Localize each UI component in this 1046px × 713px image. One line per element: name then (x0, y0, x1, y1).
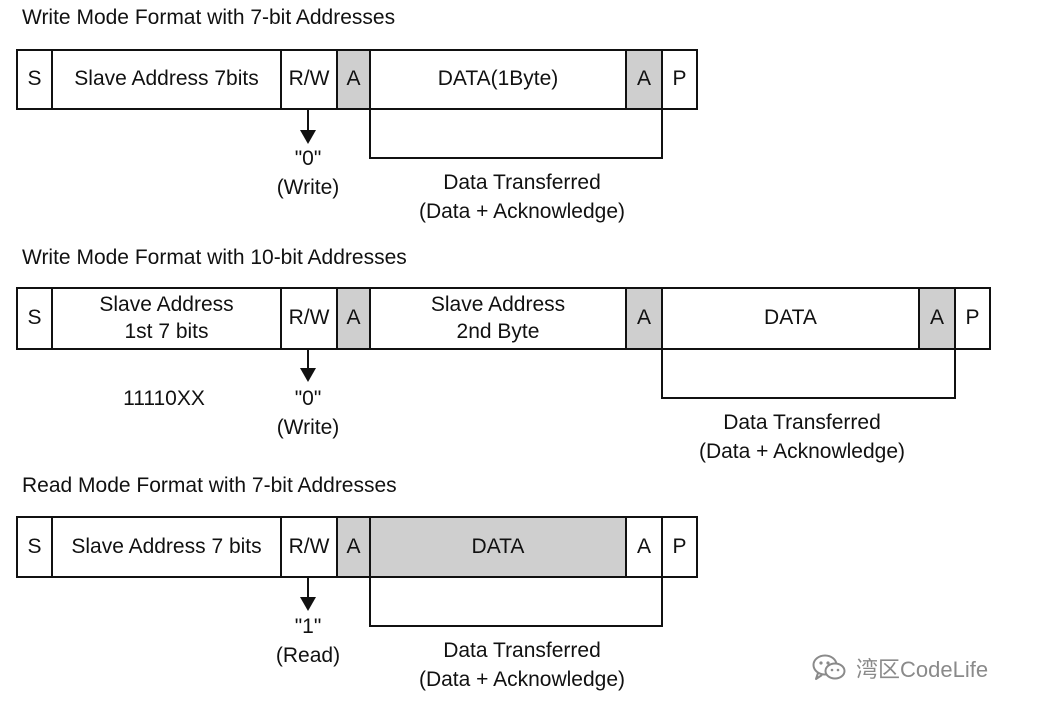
ack-cell: A (336, 287, 371, 350)
slave-address-first-line2: 1st 7 bits (124, 319, 209, 343)
rw-bit-cell: R/W (280, 516, 338, 578)
slave-address-second-line1: Slave Address (430, 293, 566, 317)
start-bit-cell: S (16, 287, 53, 350)
rw-arrow-line (307, 110, 309, 136)
rw-value-label: "1" (294, 615, 322, 638)
slave-address-cell: Slave Address 7 bits (51, 516, 282, 578)
rw-value-label: "0" (294, 387, 322, 410)
rw-bit-cell: R/W (280, 287, 338, 350)
address-pattern-label: 11110XX (123, 387, 205, 410)
data-cell: DATA (369, 516, 627, 578)
start-bit-cell: S (16, 516, 53, 578)
data-acknowledge-label: (Data + Acknowledge) (698, 440, 906, 463)
stop-bit-cell: P (954, 287, 991, 350)
data-cell: DATA (661, 287, 920, 350)
rw-arrow-line (307, 578, 309, 604)
rw-value-label: "0" (294, 147, 322, 170)
watermark: 湾区CodeLife (812, 650, 988, 686)
slave-address-second-cell: Slave Address 2nd Byte (369, 287, 627, 350)
ack-cell: A (625, 516, 663, 578)
data-transfer-bracket (661, 348, 956, 399)
rw-mode-label: (Read) (275, 644, 341, 667)
slave-address-first-cell: Slave Address 1st 7 bits (51, 287, 282, 350)
stop-bit-cell: P (661, 49, 698, 110)
data-transfer-bracket (369, 576, 663, 627)
rw-bit-cell: R/W (280, 49, 338, 110)
rw-arrow-head (300, 597, 316, 611)
rw-arrow-head (300, 130, 316, 144)
data-cell: DATA(1Byte) (369, 49, 627, 110)
wechat-icon (812, 654, 846, 680)
rw-arrow-head (300, 368, 316, 382)
data-transferred-label: Data Transferred (443, 639, 601, 662)
slave-address-cell: Slave Address 7bits (51, 49, 282, 110)
slave-address-first-line1: Slave Address (99, 293, 234, 317)
ack-cell: A (625, 287, 663, 350)
ack-cell: A (336, 516, 371, 578)
data-transferred-label: Data Transferred (723, 411, 881, 434)
data-transferred-label: Data Transferred (443, 171, 601, 194)
rw-mode-label: (Write) (276, 176, 340, 199)
data-transfer-bracket (369, 108, 663, 159)
rw-mode-label: (Write) (276, 416, 340, 439)
stop-bit-cell: P (661, 516, 698, 578)
ack-cell: A (918, 287, 956, 350)
section3-title: Read Mode Format with 7-bit Addresses (22, 474, 397, 497)
data-acknowledge-label: (Data + Acknowledge) (418, 668, 626, 691)
section1-title: Write Mode Format with 7-bit Addresses (22, 6, 396, 29)
ack-cell: A (625, 49, 663, 110)
rw-arrow-line (307, 350, 309, 375)
ack-cell: A (336, 49, 371, 110)
start-bit-cell: S (16, 49, 53, 110)
section2-title: Write Mode Format with 10-bit Addresses (22, 246, 407, 269)
slave-address-second-line2: 2nd Byte (456, 319, 540, 343)
data-acknowledge-label: (Data + Acknowledge) (418, 200, 626, 223)
watermark-text: 湾区CodeLife (856, 657, 989, 682)
